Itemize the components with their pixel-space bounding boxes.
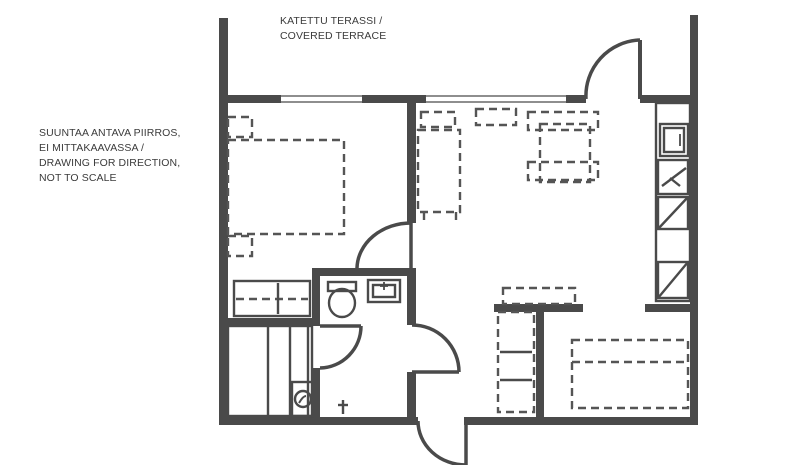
washing-machine-icon — [290, 380, 316, 418]
bathroom-north-wall — [312, 268, 416, 276]
bathroom-door — [319, 324, 363, 370]
dining-chairs-top — [526, 110, 600, 132]
bedroom-furniture — [226, 115, 346, 258]
bathroom-west-wall-lower — [312, 368, 320, 425]
bed-alcove — [570, 338, 690, 410]
north-wall-right — [566, 95, 586, 103]
terrace-label-line-1: KATETTU TERASSI / — [280, 15, 383, 27]
scale-note-line-3: DRAWING FOR DIRECTION, — [39, 157, 181, 169]
south-wall-right — [464, 417, 698, 425]
sink-icon — [366, 278, 402, 304]
bathroom-fixtures — [290, 278, 402, 418]
terrace-door — [584, 38, 642, 100]
scale-note-line-1: SUUNTAA ANTAVA PIIRROS, — [39, 127, 181, 139]
bedroom-door — [355, 221, 413, 269]
east-wall — [690, 15, 698, 424]
dining-table — [538, 122, 592, 184]
wardrobes — [226, 279, 314, 418]
stove-icon — [656, 158, 690, 196]
nightstand-top — [226, 115, 254, 139]
scale-note: SUUNTAA ANTAVA PIIRROS, EI MITTAKAAVASSA… — [39, 126, 181, 186]
nightstand-bottom — [226, 234, 254, 258]
terrace-label-line-2: COVERED TERRACE — [280, 30, 387, 42]
toilet-icon — [326, 280, 358, 319]
interior-walls — [219, 95, 698, 425]
windows — [281, 95, 566, 103]
wardrobe-lower — [226, 324, 314, 418]
partition-wall-upper — [407, 95, 416, 223]
scale-note-line-2: EI MITTAKAAVASSA / — [39, 142, 145, 154]
hallway-door — [411, 323, 461, 374]
kitchen-counter — [654, 101, 692, 303]
partition-wall-lower — [407, 372, 416, 425]
sofa — [416, 128, 462, 214]
doors — [319, 38, 642, 465]
shower-icon — [338, 400, 348, 414]
entrance-door — [416, 420, 468, 465]
wardrobe-upper — [232, 279, 312, 318]
west-wall — [219, 18, 228, 425]
partition-wall-middle — [407, 268, 416, 325]
shelf-unit — [496, 310, 536, 414]
terrace-label: KATETTU TERASSI / COVERED TERRACE — [280, 14, 386, 44]
armchair-top — [419, 110, 457, 129]
north-wall-left — [219, 95, 281, 103]
wardrobe-wall — [219, 318, 320, 326]
north-wall-corner — [640, 95, 698, 103]
kitchen — [654, 101, 692, 303]
side-table — [474, 107, 518, 127]
bathroom-west-wall-upper — [312, 268, 320, 326]
fridge-icon — [656, 195, 690, 231]
kitchen-end-wall — [645, 304, 698, 312]
bar-stools — [501, 286, 577, 306]
scale-note-line-4: NOT TO SCALE — [39, 172, 117, 184]
counter-wall-vertical — [536, 304, 544, 425]
living-room-furniture — [416, 107, 690, 414]
kitchen-sink-icon — [658, 122, 690, 158]
dining-set — [526, 110, 600, 184]
dishwasher-icon — [656, 260, 690, 300]
bed — [226, 138, 346, 236]
dining-chairs-bottom — [526, 160, 600, 182]
north-wall-middle — [362, 95, 426, 103]
